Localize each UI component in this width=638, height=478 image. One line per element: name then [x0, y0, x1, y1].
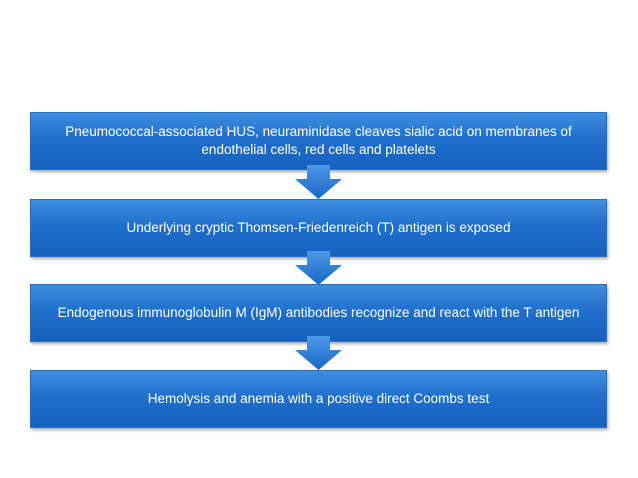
flow-step-3: Endogenous immunoglobulin M (IgM) antibo… [30, 284, 607, 342]
flow-step-2: Underlying cryptic Thomsen-Friedenreich … [30, 199, 607, 257]
flow-step-3-text: Endogenous immunoglobulin M (IgM) antibo… [57, 305, 580, 320]
flow-step-1-text: Pneumococcal-associated HUS, neuraminida… [65, 124, 572, 157]
flow-step-4-text: Hemolysis and anemia with a positive dir… [147, 391, 490, 406]
down-arrow-icon [295, 336, 342, 370]
flow-step-1: Pneumococcal-associated HUS, neuraminida… [30, 112, 607, 170]
flow-step-2-text: Underlying cryptic Thomsen-Friedenreich … [126, 220, 511, 235]
flow-step-4: Hemolysis and anemia with a positive dir… [30, 370, 607, 428]
down-arrow-icon [295, 251, 342, 285]
down-arrow-icon [295, 165, 342, 199]
